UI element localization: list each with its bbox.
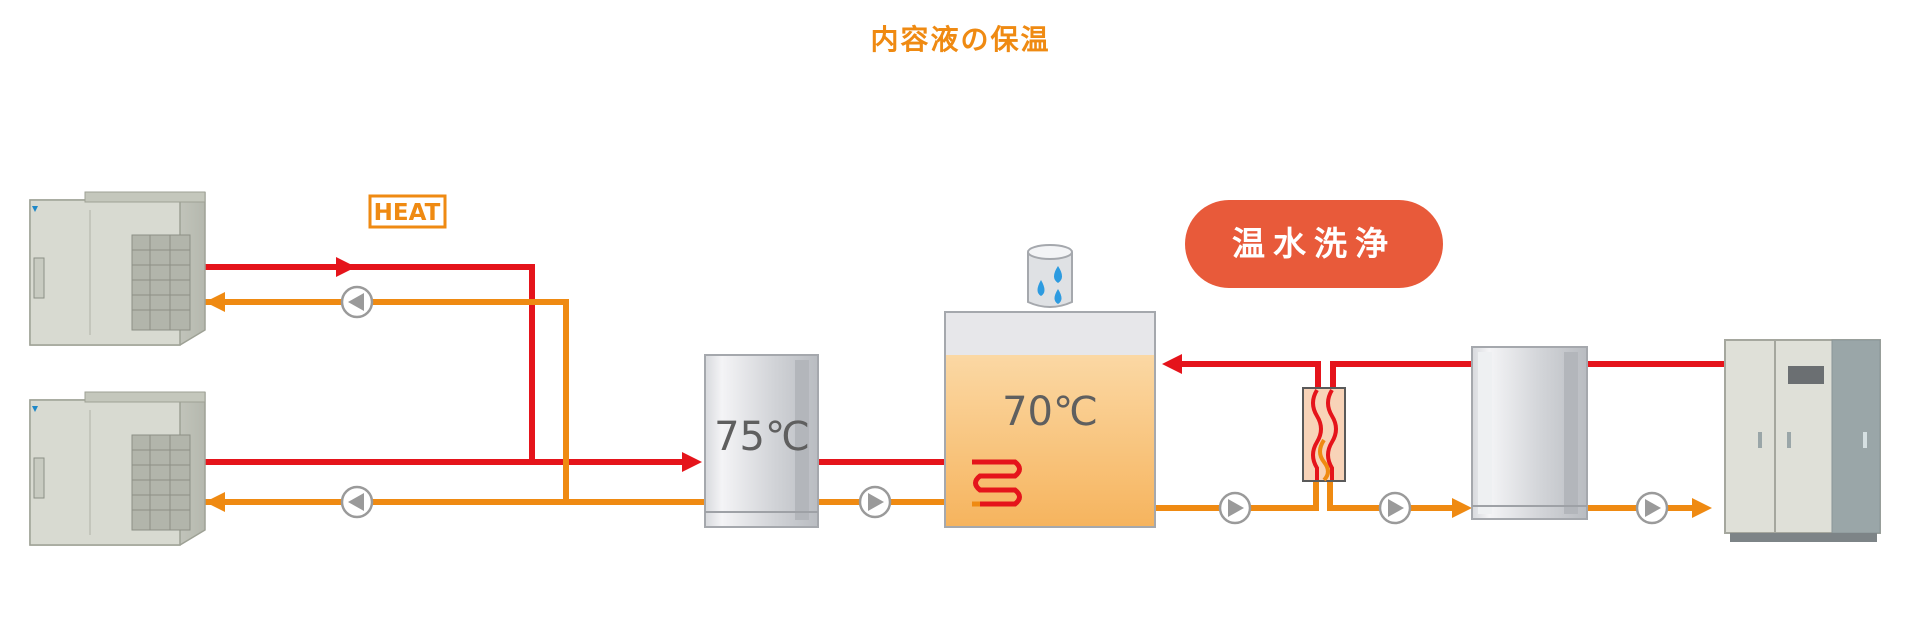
heating-coil <box>972 459 1022 507</box>
hot-water-wash-badge: 温水洗浄 <box>1185 200 1443 288</box>
heat-label-badge: HEAT <box>368 194 447 229</box>
arrow-hot-top <box>336 257 356 277</box>
wash-tank <box>1471 346 1588 520</box>
buffer-tank-temp: 75℃ <box>714 414 810 460</box>
water-drop-icon <box>1054 289 1062 304</box>
hot-return-line <box>1330 361 1725 390</box>
arrow-into-washer <box>1452 498 1472 518</box>
pump-icon <box>858 485 892 519</box>
heat-label: HEAT <box>374 200 441 226</box>
hot-return-to-tank <box>1178 361 1321 390</box>
diagram-title: 内容液の保温 <box>870 23 1051 56</box>
arrow-hot-into-tank <box>1162 354 1182 374</box>
warm-tank-out <box>1155 480 1319 511</box>
heat-pump-unit-bottom <box>29 391 206 546</box>
heat-pump-unit-top <box>29 191 206 346</box>
badge-label: 温水洗浄 <box>1232 224 1396 263</box>
brand-logo-icon <box>32 206 38 212</box>
pump-icon <box>340 285 374 319</box>
warm-return-top <box>205 299 569 502</box>
pumps <box>340 285 1669 525</box>
brand-logo-icon <box>32 406 38 412</box>
water-supply-bucket <box>1027 244 1073 308</box>
pump-icon <box>1378 491 1412 525</box>
heat-exchanger <box>1302 387 1346 482</box>
arrow-warm-top <box>205 292 225 312</box>
warm-exchanger-out <box>1327 480 1452 511</box>
water-drop-icon <box>1054 266 1062 283</box>
arrow-into-machine <box>1692 498 1712 518</box>
buffer-tank: 75℃ <box>704 354 819 528</box>
hot-pipe-top <box>205 264 682 465</box>
water-drop-icon <box>1037 280 1045 296</box>
arrow-hot-into-buffer <box>682 452 702 472</box>
pipes <box>205 264 1725 511</box>
main-tank: 70℃ <box>944 311 1156 528</box>
cleaning-machine <box>1724 339 1881 542</box>
pump-icon <box>1635 491 1669 525</box>
arrow-warm-bottom <box>205 492 225 512</box>
flow-arrows <box>205 257 1712 518</box>
control-panel-display <box>1788 366 1824 384</box>
main-tank-temp: 70℃ <box>1002 389 1098 435</box>
pump-icon <box>340 485 374 519</box>
pump-icon <box>1218 491 1252 525</box>
